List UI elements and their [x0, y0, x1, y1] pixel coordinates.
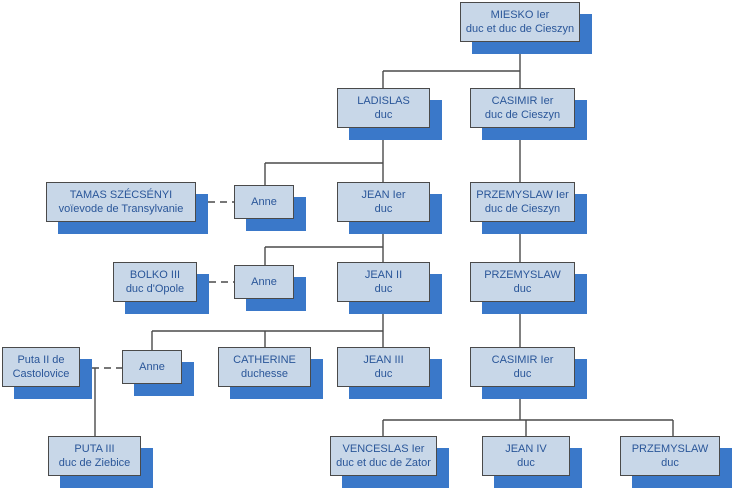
person-title: duc de Cieszyn — [484, 109, 561, 121]
person-title: duc — [517, 457, 535, 469]
person-node-venceslas[interactable]: VENCESLAS Ier duc et duc de Zator — [330, 436, 437, 476]
person-title: duc d'Opole — [125, 283, 185, 295]
person-name: PRZEMYSLAW — [631, 443, 709, 455]
person-name: JEAN IV — [505, 443, 547, 455]
person-node-anne3[interactable]: Anne — [122, 350, 182, 384]
person-title: duc — [513, 368, 532, 380]
person-title: duc et duc de Zator — [336, 457, 431, 469]
person-title: duc — [513, 283, 532, 295]
person-name: Anne — [251, 276, 277, 288]
person-name: JEAN Ier — [361, 189, 406, 201]
person-name: MIESKO Ier — [490, 9, 550, 21]
person-node-bolko3[interactable]: BOLKO III duc d'Opole — [113, 262, 197, 302]
person-title: duchesse — [240, 368, 289, 380]
person-node-catherine[interactable]: CATHERINE duchesse — [218, 347, 311, 387]
person-node-casimir1[interactable]: CASIMIR Ier duc de Cieszyn — [470, 88, 575, 128]
person-name: PUTA III — [74, 443, 115, 455]
person-node-casimir1b[interactable]: CASIMIR Ier duc — [470, 347, 575, 387]
person-name: CATHERINE — [233, 354, 296, 366]
person-title: duc — [374, 368, 393, 380]
person-name: Anne — [139, 361, 165, 373]
person-title: duc de Cieszyn — [484, 203, 561, 215]
person-name: PRZEMYSLAW Ier — [476, 189, 569, 201]
person-title: duc — [374, 109, 393, 121]
person-node-przemyslaw1[interactable]: PRZEMYSLAW Ier duc de Cieszyn — [470, 182, 575, 222]
person-node-anne1[interactable]: Anne — [234, 185, 294, 219]
person-node-jean3[interactable]: JEAN III duc — [337, 347, 430, 387]
person-node-jean2[interactable]: JEAN II duc — [337, 262, 430, 302]
person-name: TAMAS SZÉCSÉNYI — [69, 189, 173, 201]
person-name: CASIMIR Ier — [491, 354, 554, 366]
person-name: LADISLAS — [357, 95, 410, 107]
person-node-przemyslaw3[interactable]: PRZEMYSLAW duc — [620, 436, 720, 476]
person-name: PRZEMYSLAW — [484, 269, 561, 281]
person-node-puta3[interactable]: PUTA III duc de Ziebice — [48, 436, 141, 476]
person-name: BOLKO III — [129, 269, 181, 281]
person-name: Anne — [251, 196, 277, 208]
person-title: duc de Ziebice — [58, 457, 131, 469]
person-node-anne2[interactable]: Anne — [234, 265, 294, 299]
person-node-przemyslaw2[interactable]: PRZEMYSLAW duc — [470, 262, 575, 302]
person-title: Castolovice — [12, 368, 70, 380]
person-name: JEAN III — [363, 354, 404, 366]
person-title: duc — [661, 457, 679, 469]
person-node-jean1[interactable]: JEAN Ier duc — [337, 182, 430, 222]
person-node-jean4[interactable]: JEAN IV duc — [482, 436, 570, 476]
person-name: VENCESLAS Ier — [342, 443, 425, 455]
person-title: duc — [374, 203, 393, 215]
person-node-puta2[interactable]: Puta II de Castolovice — [2, 347, 80, 387]
person-node-tamas[interactable]: TAMAS SZÉCSÉNYI voïevode de Transylvanie — [46, 182, 196, 222]
person-title: duc et duc de Cieszyn — [465, 23, 575, 35]
person-name: JEAN II — [364, 269, 403, 281]
person-node-ladislas[interactable]: LADISLAS duc — [337, 88, 430, 128]
person-name: Puta II de — [17, 354, 65, 366]
person-title: voïevode de Transylvanie — [58, 203, 184, 215]
person-node-miesko[interactable]: MIESKO Ier duc et duc de Cieszyn — [460, 2, 580, 42]
person-title: duc — [374, 283, 393, 295]
person-name: CASIMIR Ier — [491, 95, 554, 107]
